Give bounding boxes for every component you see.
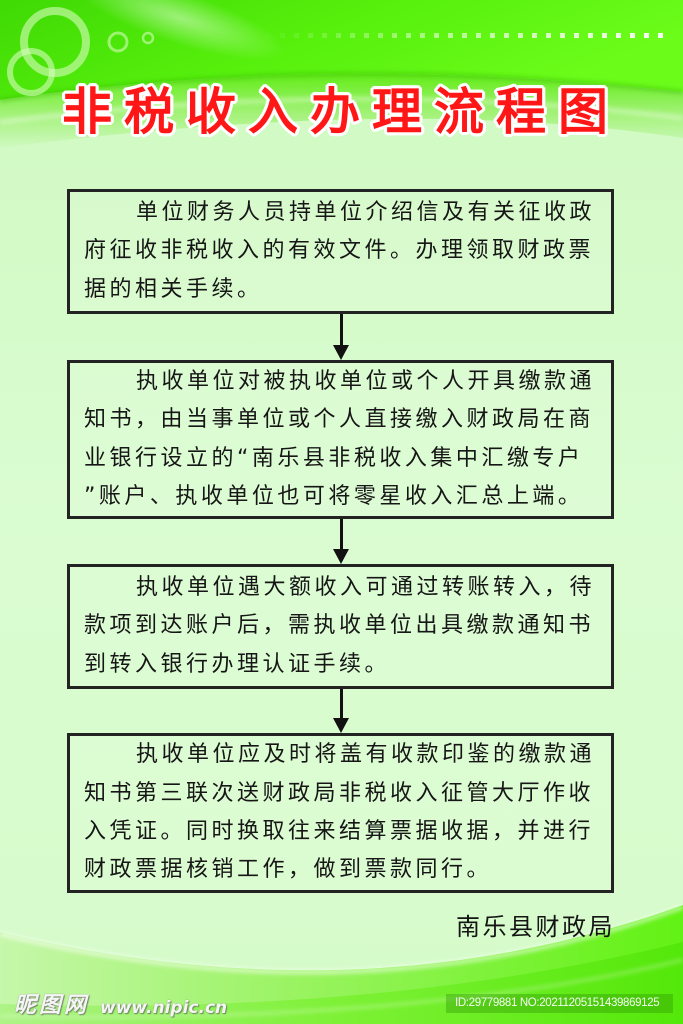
step-line: 执收单位遇大额收入可通过转账转入，待: [136, 575, 596, 601]
step-line: 款项到达账户后，需执收单位出具缴款通知书: [84, 613, 595, 639]
watermark-logo: 昵图网: [14, 993, 90, 1018]
step-line: ”账户、执收单位也可将零星收入汇总上端。: [84, 483, 584, 509]
flow-step-3: 执收单位遇大额收入可通过转账转入，待 款项到达账户后，需执收单位出具缴款通知书 …: [67, 564, 614, 689]
arrow-down-icon: [333, 314, 349, 360]
step-line: 执收单位应及时将盖有收款印鉴的缴款通: [136, 742, 596, 768]
arrow-shaft: [339, 519, 343, 550]
arrow-head: [333, 549, 349, 564]
page-title: 非税收入办理流程图: [62, 83, 620, 141]
header-highlight: [0, 96, 683, 125]
ring-decoration-tiny: [141, 31, 155, 45]
dotted-line-decoration: [266, 33, 666, 38]
footer-wave-highlight: [0, 905, 683, 975]
step-line: 业银行设立的“南乐县非税收入集中汇缴专户: [84, 445, 584, 471]
step-line: 执收单位对被执收单位或个人开具缴款通: [136, 368, 596, 394]
arrow-shaft: [339, 689, 343, 719]
header-glare: [75, 0, 285, 61]
flow-step-2: 执收单位对被执收单位或个人开具缴款通 知书，由当事单位或个人直接缴入财政局在商 …: [67, 360, 614, 519]
header-light-band: [0, 73, 683, 148]
step-line: 知书，由当事单位或个人直接缴入财政局在商: [84, 407, 595, 433]
step-line: 据的相关手续。: [84, 276, 263, 302]
step-line: 知书第三联次送财政局非税收入征管大厅作收: [84, 780, 595, 806]
arrow-head: [333, 718, 349, 733]
flow-step-1: 单位财务人员持单位介绍信及有关征收政 府征收非税收入的有效文件。办理领取财政票 …: [67, 189, 614, 314]
footer-wave-shine: [0, 958, 683, 1019]
issuer-signature: 南乐县财政局: [456, 913, 615, 941]
watermark-site: www.nipic.cn: [100, 998, 228, 1018]
arrow-head: [333, 345, 349, 360]
ring-decoration-small: [107, 31, 129, 53]
step-line: 财政票据核销工作，做到票款同行。: [84, 857, 493, 883]
arrow-down-icon: [333, 519, 349, 564]
ring-decoration-medium: [7, 48, 55, 96]
ring-decoration-large: [20, 7, 90, 77]
footer-green-wave-lower: [0, 942, 683, 1024]
arrow-shaft: [339, 314, 343, 346]
step-line: 入凭证。同时换取往来结算票据收据，并进行: [84, 819, 595, 844]
header-crease: [0, 71, 683, 102]
flow-step-4: 执收单位应及时将盖有收款印鉴的缴款通 知书第三联次送财政局非税收入征管大厅作收 …: [67, 733, 614, 893]
step-line: 到转入银行办理认证手续。: [84, 651, 391, 677]
watermark-id-label: ID:29779881 NO:20211205151439869125: [446, 994, 673, 1013]
step-line: 单位财务人员持单位介绍信及有关征收政: [136, 200, 596, 226]
step-line: 府征收非税收入的有效文件。办理领取财政票: [84, 238, 595, 264]
arrow-down-icon: [333, 689, 349, 733]
